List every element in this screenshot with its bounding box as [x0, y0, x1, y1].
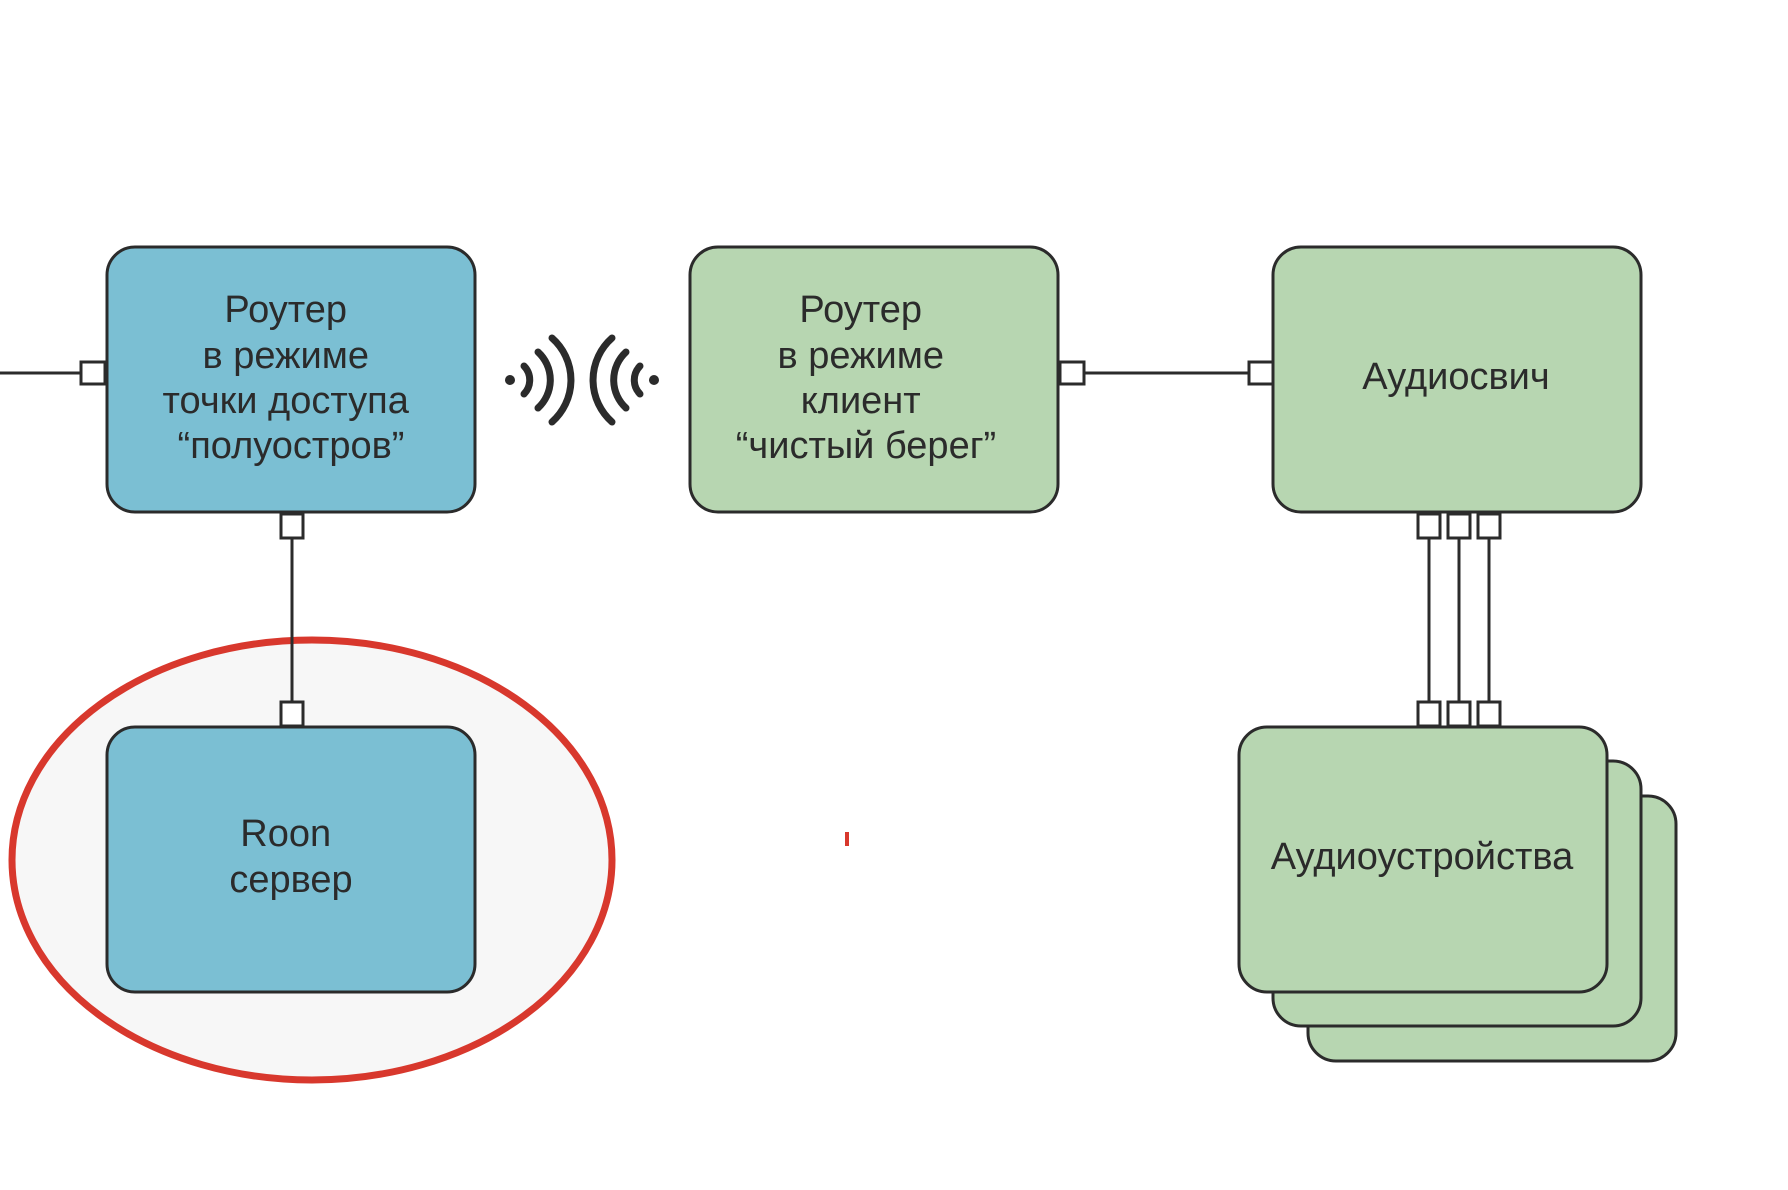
roon-server-node: Roon сервер — [105, 725, 477, 994]
svg-text:Roon сервер: Roon сервер — [229, 813, 352, 901]
router-client-line-4: “чистый берег” — [736, 425, 996, 467]
router-ap-box — [105, 245, 477, 514]
audio-devices-top-port-1 — [1416, 700, 1442, 728]
ports — [79, 360, 1502, 728]
router-ap-line-3: точки доступа — [163, 380, 410, 422]
router-client-line-2: в режиме — [777, 335, 944, 377]
svg-text:Роутер в режиме кл: Роутер в режиме клиент “чистый берег” — [736, 289, 996, 467]
router-client-box — [688, 245, 1060, 514]
audioswitch-label: Аудиосвич — [1362, 356, 1549, 398]
audioswitch-bottom-port-3 — [1476, 512, 1502, 540]
audioswitch-node: Аудиосвич — [1271, 245, 1643, 514]
roon-server-top-port — [279, 700, 305, 728]
svg-text:Роутер в режиме то: Роутер в режиме точки доступа “полуостро… — [163, 289, 420, 467]
router-ap-line-4: “полуостров” — [178, 425, 405, 467]
connections — [0, 371, 1491, 702]
wifi-signal-left-icon — [589, 334, 659, 426]
router-ap-line-2: в режиме — [202, 335, 369, 377]
router-ap-node: Роутер в режиме точки доступа “полуостро… — [105, 245, 477, 514]
router-client-line-1: Роутер — [799, 289, 922, 331]
roon-server-line-2: сервер — [229, 859, 352, 901]
svg-text:Аудиоустройства: Аудиоустройства — [1271, 836, 1574, 878]
router-ap-left-port — [79, 360, 107, 386]
router-ap-line-1: Роутер — [224, 289, 347, 331]
roon-server-line-1: Roon — [240, 813, 331, 855]
audio-devices-top-port-2 — [1446, 700, 1472, 728]
audio-devices-node: Аудиоустройства — [1237, 725, 1678, 1063]
router-client-line-3: клиент — [801, 380, 921, 422]
red-mark — [845, 832, 849, 846]
audio-devices-top-port-3 — [1476, 700, 1502, 728]
svg-text:Аудиосвич: Аудиосвич — [1362, 356, 1549, 398]
audio-devices-label: Аудиоустройства — [1271, 836, 1574, 878]
audioswitch-bottom-port-2 — [1446, 512, 1472, 540]
wifi-signal-right-icon — [505, 334, 575, 426]
router-ap-bottom-port — [279, 512, 305, 540]
router-client-node: Роутер в режиме клиент “чистый берег” — [688, 245, 1060, 514]
router-client-right-port — [1058, 360, 1086, 386]
audioswitch-left-port — [1247, 360, 1275, 386]
audioswitch-bottom-port-1 — [1416, 512, 1442, 540]
